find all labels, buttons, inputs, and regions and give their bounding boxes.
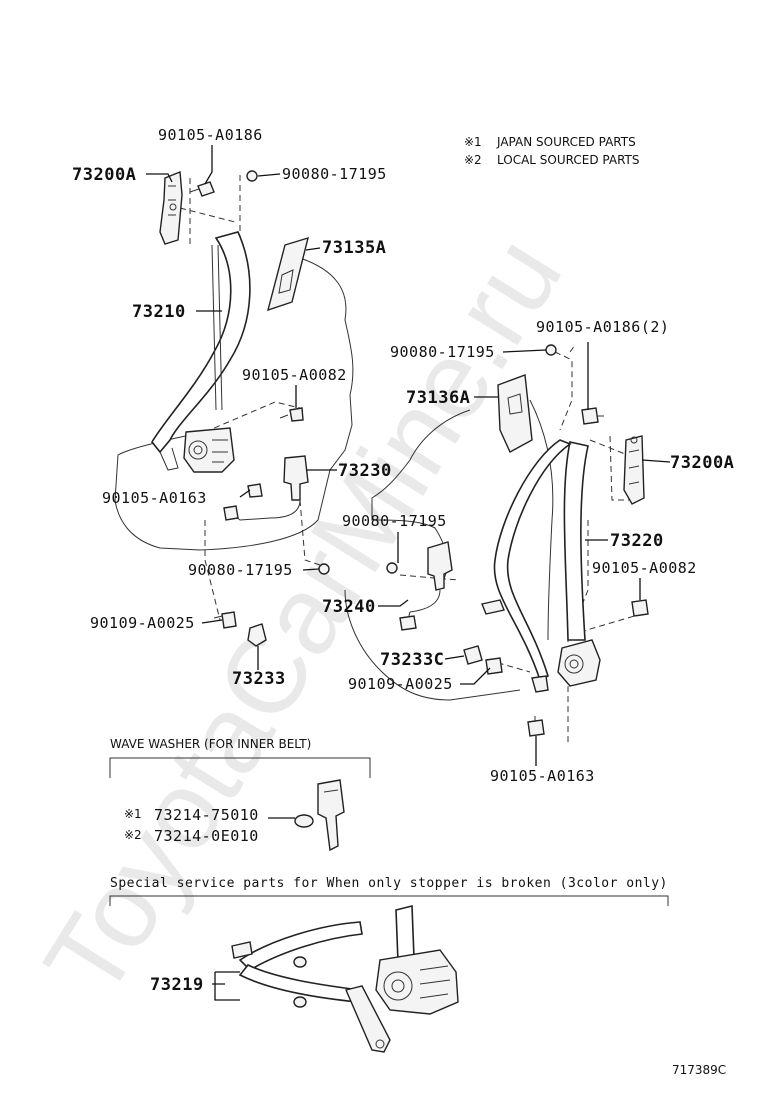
figure-id: 717389C — [672, 1063, 726, 1077]
label-73219: 73219 — [150, 975, 204, 995]
right-adjuster-73200A — [623, 435, 645, 505]
label-90105-A0163-right: 90105-A0163 — [490, 767, 595, 785]
note2-mark: ※2 — [464, 153, 482, 167]
label-90109-A0025-right: 90109-A0025 — [348, 675, 453, 693]
label-90105-A0082-left: 90105-A0082 — [242, 366, 347, 384]
label-73233C: 73233C — [380, 650, 444, 670]
leader-lines — [146, 145, 671, 766]
stopper-2-icon — [293, 996, 307, 1008]
label-90105-A0082-right: 90105-A0082 — [592, 559, 697, 577]
nut-90080-17195-mid-icon — [545, 344, 557, 356]
left-adjuster-73200A — [159, 170, 183, 245]
bolt-90109-A0025-left-icon — [213, 611, 237, 629]
special-service-title: Special service parts for When only stop… — [110, 876, 668, 891]
label-73135A: 73135A — [322, 238, 386, 258]
nut-90080-17195-center-icon — [386, 562, 398, 574]
wave-washer-section: WAVE WASHER (FOR INNER BELT) ※1 73214-75… — [109, 737, 371, 852]
label-73200A-right: 73200A — [670, 453, 734, 473]
label-90105-A0186-2: 90105-A0186(2) — [536, 318, 669, 336]
label-73210: 73210 — [132, 302, 186, 322]
washer-mark2: ※2 — [124, 828, 142, 842]
label-73214-0E010: 73214-0E010 — [154, 827, 259, 845]
wave-washer-icon — [294, 814, 314, 828]
buckle-73230 — [223, 455, 309, 521]
note2-text: LOCAL SOURCED PARTS — [497, 153, 639, 167]
nut-90080-17195-top-icon — [246, 170, 258, 182]
part-labels: 90105-A0186 73200A 90080-17195 73135A 73… — [72, 126, 734, 785]
bolt-90105-A0082-left-icon — [279, 407, 304, 422]
source-notes: ※1 JAPAN SOURCED PARTS ※2 LOCAL SOURCED … — [464, 135, 639, 167]
label-90080-17195-center: 90080-17195 — [342, 512, 447, 530]
stopper-icon — [293, 956, 307, 968]
washer-mark1: ※1 — [124, 807, 142, 821]
buckle-73240 — [399, 541, 453, 631]
nut-90080-17195-left-icon — [318, 563, 330, 575]
label-73233: 73233 — [232, 669, 286, 689]
rear-belt-73220 — [481, 439, 601, 693]
label-90109-A0025-left: 90109-A0025 — [90, 614, 195, 632]
bolt-90109-A0025-right-icon — [485, 657, 503, 675]
wave-washer-title: WAVE WASHER (FOR INNER BELT) — [110, 737, 311, 751]
label-90080-17195-mid: 90080-17195 — [390, 343, 495, 361]
pillar-cover-73135A — [266, 236, 309, 312]
label-90105-A0163-left: 90105-A0163 — [102, 489, 207, 507]
label-73240: 73240 — [322, 597, 376, 617]
front-belt-73210 — [151, 231, 251, 473]
label-90080-17195-left: 90080-17195 — [188, 561, 293, 579]
note1-mark: ※1 — [464, 135, 482, 149]
bolt-90105-A0186-icon — [189, 181, 215, 197]
label-90080-17195-top: 90080-17195 — [282, 165, 387, 183]
left-seat-outline — [114, 175, 354, 621]
label-73200A-left: 73200A — [72, 165, 136, 185]
label-73220: 73220 — [610, 531, 664, 551]
pillar-cover-73136A — [497, 374, 533, 453]
bolt-90105-A0163-left-icon — [247, 483, 263, 498]
label-73230: 73230 — [338, 461, 392, 481]
bolt-90105-A0082-right-icon — [631, 599, 649, 617]
anchor-cover-73233 — [247, 623, 267, 647]
label-73214-75010: 73214-75010 — [154, 806, 259, 824]
anchor-cover-73233C — [463, 645, 483, 665]
bolt-90105-A0186-2-icon — [581, 407, 604, 425]
label-90105-A0186-top: 90105-A0186 — [158, 126, 263, 144]
bolt-90105-A0163-right-icon — [527, 716, 545, 737]
special-service-section: Special service parts for When only stop… — [109, 876, 669, 1053]
note1-text: JAPAN SOURCED PARTS — [496, 135, 636, 149]
label-73136A: 73136A — [406, 388, 470, 408]
